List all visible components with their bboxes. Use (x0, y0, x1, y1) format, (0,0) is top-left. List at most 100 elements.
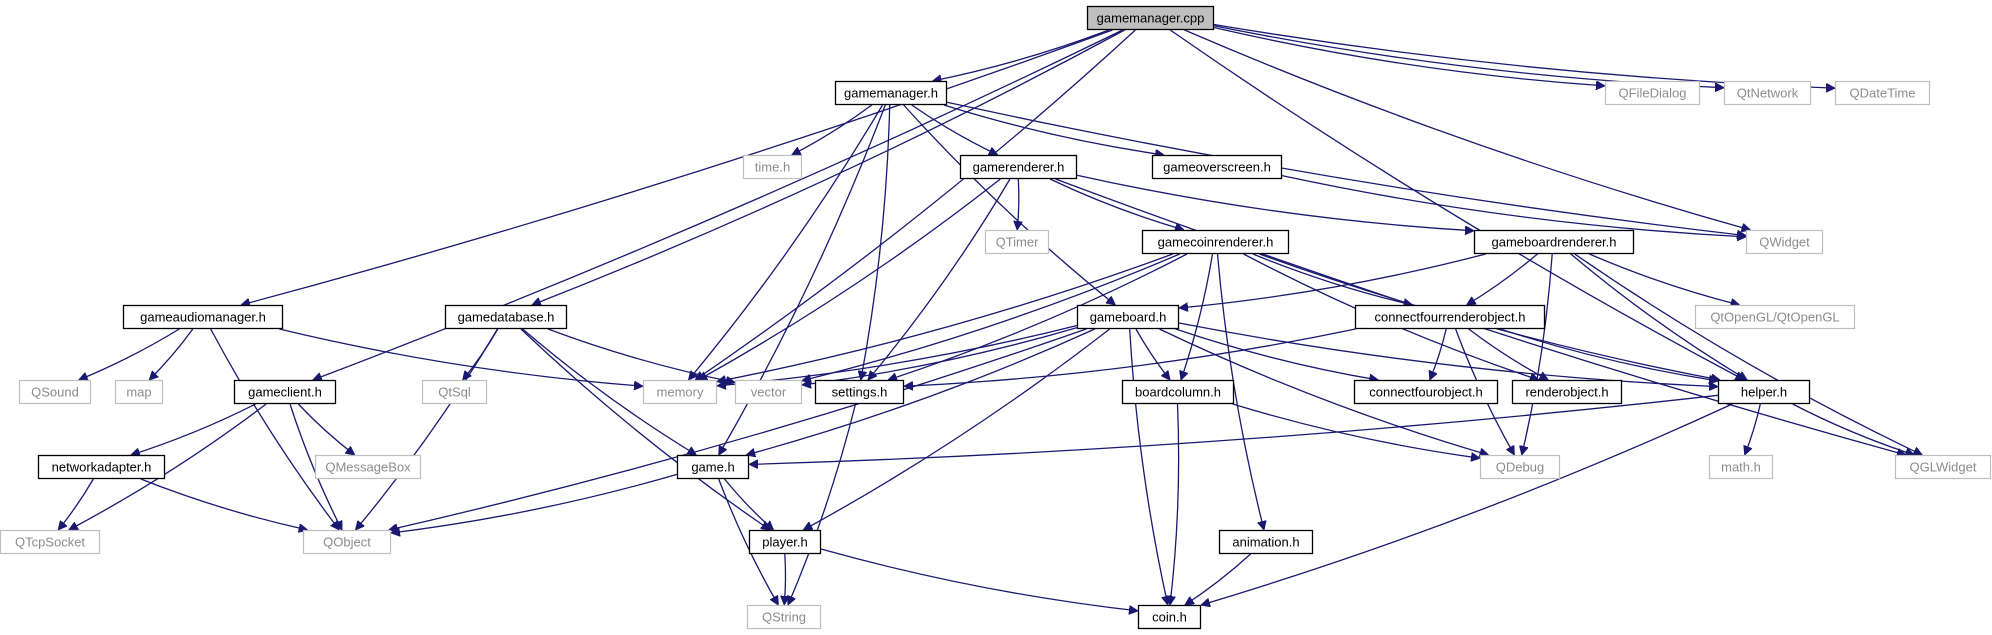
node-label-QWidget: QWidget (1759, 235, 1810, 250)
edge-gamemanager_cpp-to-gamedatabase_h (532, 29, 1125, 305)
edge-gamemanager_h-to-settings_h (861, 104, 891, 380)
node-box-QtNetwork (1723, 80, 1812, 106)
node-gameboard_h[interactable]: gameboard.h (1076, 304, 1180, 330)
node-label-map: map (126, 385, 151, 400)
node-box-gamemanager_h (834, 80, 948, 106)
node-animation_h[interactable]: animation.h (1218, 529, 1314, 555)
node-label-gamedatabase_h: gamedatabase.h (458, 310, 555, 325)
node-connectfourobject_h[interactable]: connectfourobject.h (1353, 379, 1499, 405)
node-box-coin_h (1137, 604, 1202, 630)
edge-gameboard_h-to-coin_h (1129, 328, 1168, 605)
node-map: map (114, 379, 164, 405)
node-vector: vector (734, 379, 803, 405)
edge-gameboardrenderer_h-to-QtOpenGL (1589, 253, 1739, 305)
edge-gameboard_h-to-connectfourobject_h (1175, 328, 1379, 380)
node-label-time_h: time.h (755, 160, 790, 175)
node-networkadapter_h[interactable]: networkadapter.h (37, 454, 166, 480)
node-settings_h[interactable]: settings.h (814, 379, 905, 405)
edge-boardcolumn_h-to-coin_h (1170, 403, 1180, 605)
node-label-gamemanager_h: gamemanager.h (844, 86, 938, 101)
node-label-QMessageBox: QMessageBox (325, 460, 411, 475)
node-label-networkadapter_h: networkadapter.h (52, 460, 152, 475)
node-label-math_h: math.h (1721, 460, 1761, 475)
node-helper_h[interactable]: helper.h (1717, 379, 1811, 405)
node-box-memory (642, 379, 718, 405)
edge-gamemanager_cpp-to-QFileDialog (1213, 26, 1605, 86)
node-label-QDebug: QDebug (1496, 460, 1544, 475)
node-boardcolumn_h[interactable]: boardcolumn.h (1121, 379, 1235, 405)
edge-gameclient_h-to-networkadapter_h (131, 403, 256, 455)
edge-gamemanager_cpp-to-memory (695, 29, 1136, 380)
node-gamemanager_h[interactable]: gamemanager.h (834, 80, 948, 106)
node-gameclient_h[interactable]: gameclient.h (233, 379, 337, 405)
node-gamedatabase_h[interactable]: gamedatabase.h (444, 304, 568, 330)
edge-connectfourrenderobject_h-to-settings_h (904, 328, 1356, 386)
node-label-QTimer: QTimer (996, 235, 1040, 250)
node-label-gamerenderer_h: gamerenderer.h (973, 160, 1065, 175)
node-box-QMessageBox (314, 454, 422, 480)
edge-helper_h-to-math_h (1745, 403, 1761, 455)
node-gamemanager_cpp[interactable]: gamemanager.cpp (1086, 5, 1215, 31)
edge-gameboardrenderer_h-to-QGLWidget (1574, 253, 1923, 455)
node-box-animation_h (1218, 529, 1314, 555)
node-gameoverscreen_h[interactable]: gameoverscreen.h (1151, 154, 1283, 180)
edge-gameboard_h-to-player_h (803, 328, 1111, 531)
edge-gameaudiomanager_h-to-QSound (79, 328, 180, 380)
edge-helper_h-to-coin_h (1201, 403, 1733, 605)
node-gamerenderer_h[interactable]: gamerenderer.h (959, 154, 1078, 180)
edge-gamemanager_h-to-time_h (792, 104, 873, 156)
edge-gameaudiomanager_h-to-map (149, 328, 194, 380)
node-gameaudiomanager_h[interactable]: gameaudiomanager.h (122, 304, 284, 330)
node-QDebug: QDebug (1479, 454, 1561, 480)
node-label-gameboard_h: gameboard.h (1090, 310, 1167, 325)
node-box-gamerenderer_h (959, 154, 1078, 180)
node-game_h[interactable]: game.h (676, 454, 750, 480)
node-connectfourrenderobject_h[interactable]: connectfourrenderobject.h (1354, 304, 1546, 330)
node-gamecoinrenderer_h[interactable]: gamecoinrenderer.h (1141, 229, 1290, 255)
edge-player_h-to-coin_h (820, 548, 1138, 611)
edge-gameboardrenderer_h-to-helper_h (1570, 253, 1747, 381)
node-QObject: QObject (302, 529, 392, 555)
node-box-QSound (18, 379, 92, 405)
node-box-QDebug (1479, 454, 1561, 480)
node-gameboardrenderer_h[interactable]: gameboardrenderer.h (1473, 229, 1635, 255)
node-QtNetwork: QtNetwork (1723, 80, 1812, 106)
node-QDateTime: QDateTime (1834, 80, 1931, 106)
edge-gameboard_h-to-helper_h (1178, 322, 1718, 387)
edge-helper_h-to-QGLWidget (1792, 403, 1915, 455)
node-QTcpSocket: QTcpSocket (0, 529, 101, 555)
node-coin_h[interactable]: coin.h (1137, 604, 1202, 630)
node-box-gamedatabase_h (444, 304, 568, 330)
node-box-QGLWidget (1894, 454, 1992, 480)
node-memory: memory (642, 379, 718, 405)
node-player_h[interactable]: player.h (748, 529, 822, 555)
node-QGLWidget: QGLWidget (1894, 454, 1992, 480)
node-QMessageBox: QMessageBox (314, 454, 422, 480)
node-QtOpenGL: QtOpenGL/QtOpenGL (1694, 304, 1856, 330)
edge-connectfourrenderobject_h-to-renderobject_h (1468, 328, 1549, 381)
edge-networkadapter_h-to-QTcpSocket (58, 478, 94, 530)
node-QFileDialog: QFileDialog (1604, 80, 1701, 106)
edge-gameaudiomanager_h-to-QObject (210, 328, 340, 530)
edge-gamedatabase_h-to-QObject (356, 328, 499, 530)
node-box-QtOpenGL (1694, 304, 1856, 330)
edge-gameboard_h-to-QDebug (1159, 328, 1488, 455)
edge-gamemanager_cpp-to-gameclient_h (313, 29, 1123, 380)
node-box-map (114, 379, 164, 405)
node-box-player_h (748, 529, 822, 555)
node-box-helper_h (1717, 379, 1811, 405)
edge-gameboardrenderer_h-to-gameboard_h (1179, 253, 1486, 308)
node-QSound: QSound (18, 379, 92, 405)
edge-gamedatabase_h-to-game_h (522, 328, 697, 456)
edge-gamerenderer_h-to-memory (698, 178, 1001, 381)
node-label-helper_h: helper.h (1741, 385, 1787, 400)
node-label-gameclient_h: gameclient.h (248, 385, 322, 400)
edge-connectfourrenderobject_h-to-connectfourobject_h (1430, 328, 1447, 380)
edge-game_h-to-QString (718, 478, 779, 605)
node-renderobject_h[interactable]: renderobject.h (1511, 379, 1623, 405)
node-label-game_h: game.h (691, 460, 734, 475)
node-box-QString (746, 604, 822, 630)
edge-gamedatabase_h-to-player_h (520, 328, 770, 530)
node-box-math_h (1708, 454, 1774, 480)
node-box-vector (734, 379, 803, 405)
